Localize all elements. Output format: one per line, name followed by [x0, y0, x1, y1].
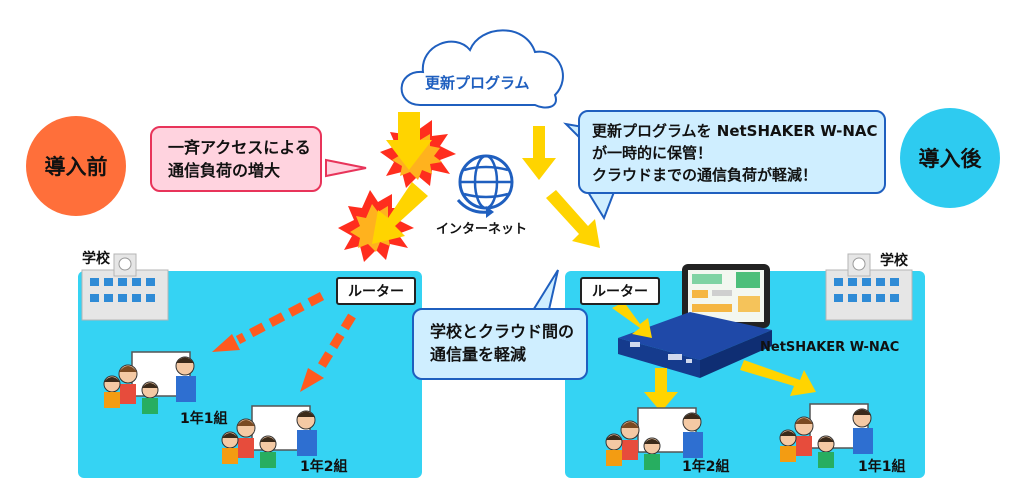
after-circle: 導入後 — [900, 108, 1000, 208]
callout-line: が一時的に保管！ — [592, 144, 713, 162]
callout-after: 更新プログラムを NetSHAKER W-NAC が一時的に保管！ クラウドまで… — [578, 110, 886, 194]
class-label: 1年1組 — [858, 459, 906, 475]
class-label: 1年2組 — [682, 459, 730, 475]
router-tag: ルーター — [580, 277, 660, 305]
class-label: 1年2組 — [300, 459, 348, 475]
classroom-illustration — [221, 405, 317, 468]
class-label: 1年1組 — [180, 411, 228, 427]
device-label: NetSHAKER W-NAC — [760, 340, 900, 355]
arrow-to-router-yellow — [546, 190, 600, 248]
router-tag: ルーター — [336, 277, 416, 305]
classroom-illustration — [103, 351, 196, 414]
callout-middle: 学校とクラウド間の 通信量を軽減 — [412, 308, 588, 380]
callout-line: 更新プログラムを NetSHAKER W-NAC — [592, 122, 878, 140]
arrow-yellow — [612, 302, 652, 338]
arrow-yellow — [644, 368, 678, 412]
callout-before: 一斉アクセスによる 通信負荷の増大 — [150, 126, 322, 192]
school-label: 学校 — [82, 251, 110, 267]
dashed-arrow-orange — [212, 292, 325, 352]
tablet-icon — [682, 264, 770, 328]
before-label: 導入前 — [44, 155, 108, 179]
callout-tail — [325, 158, 367, 178]
netshaker-device-icon — [618, 312, 772, 378]
before-circle: 導入前 — [26, 116, 126, 216]
classroom-illustration — [779, 403, 873, 468]
classroom-illustration — [605, 407, 703, 470]
callout-line: 通信負荷の増大 — [168, 161, 281, 180]
callout-tail — [586, 191, 616, 221]
dashed-arrow-orange — [300, 313, 356, 392]
callout-line: 学校とクラウド間の — [430, 322, 575, 341]
cloud-icon — [400, 29, 564, 109]
after-label: 導入後 — [918, 147, 982, 171]
callout-line: クラウドまでの通信負荷が軽減！ — [592, 166, 818, 184]
school-building-icon — [825, 253, 913, 321]
callout-line: 通信量を軽減 — [430, 345, 527, 364]
school-label: 学校 — [880, 253, 908, 269]
globe-icon — [456, 154, 514, 218]
arrow-down-left-yellow — [372, 112, 432, 244]
callout-line: 一斉アクセスによる — [168, 138, 311, 157]
school-building-icon — [81, 253, 169, 321]
arrow-yellow — [740, 360, 816, 396]
internet-label: インターネット — [436, 222, 528, 237]
cloud-label: 更新プログラム — [425, 74, 530, 92]
arrow-down-yellow — [522, 126, 556, 180]
